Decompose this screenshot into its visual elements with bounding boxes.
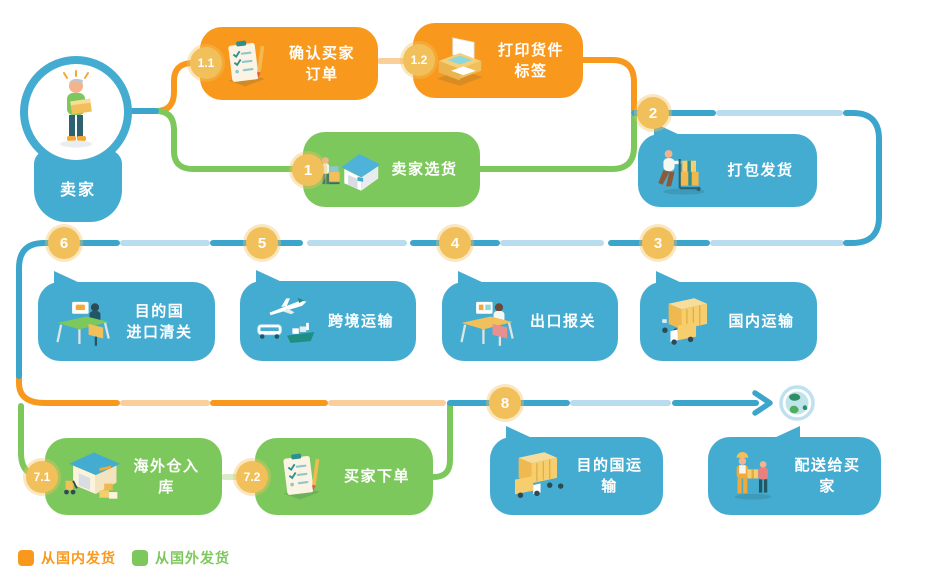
step-badge-7-2: 7.2 <box>236 461 268 493</box>
warehouse-icon <box>55 448 127 506</box>
step-badge-1-1: 1.1 <box>190 47 222 79</box>
node-print-label: 打印货件标签 <box>413 23 583 98</box>
desk-icon <box>452 293 524 351</box>
step-badge-7-1: 7.1 <box>26 461 58 493</box>
plane-ship-icon <box>250 292 322 350</box>
node-destination-transport: 目的国运输 <box>490 426 663 515</box>
bubble-tail <box>54 271 80 283</box>
legend-label: 从国内发货 <box>41 550 116 566</box>
step-badge-6: 6 <box>48 227 80 259</box>
node-overseas-warehouse: 海外仓入库 <box>45 438 222 515</box>
light-blue-segments <box>120 110 844 406</box>
node-domestic-transport: 国内运输 <box>640 271 817 361</box>
legend-swatch-green <box>132 550 148 566</box>
node-label: 买家下单 <box>343 468 410 485</box>
handoff-icon <box>718 447 790 505</box>
bubble-tail <box>774 426 800 438</box>
node-label: 目的国 进口清关 <box>126 302 193 341</box>
truck-icon <box>500 447 572 505</box>
seller-icon <box>60 70 92 148</box>
orange-route <box>16 57 637 406</box>
light-orange-segments <box>120 58 446 406</box>
node-label: 打印货件标签 <box>497 41 564 80</box>
legend-swatch-orange <box>18 550 34 566</box>
node-select-goods: 卖家选货 <box>303 132 480 207</box>
node-deliver-buyer: 配送给买家 <box>708 426 881 515</box>
bubble-tail <box>458 271 484 283</box>
globe-icon <box>779 385 815 421</box>
node-label: 确认买家订单 <box>288 44 355 83</box>
seller-avatar <box>20 56 132 168</box>
bubble-tail <box>656 271 682 283</box>
legend-item-domestic: 从国内发货 <box>18 548 116 568</box>
bubble-tail <box>506 426 532 438</box>
step-badge-2: 2 <box>637 97 669 129</box>
node-crossborder-transport: 跨境运输 <box>240 270 416 361</box>
bubble-tail <box>256 270 282 282</box>
step-badge-5: 5 <box>246 227 278 259</box>
arrowhead-icon <box>752 390 773 416</box>
node-label: 国内运输 <box>728 313 795 330</box>
node-label: 目的国运输 <box>576 457 643 495</box>
step-badge-4: 4 <box>439 227 471 259</box>
printer-icon <box>423 32 495 90</box>
checklist-icon <box>265 448 337 506</box>
node-export-customs: 出口报关 <box>442 271 618 361</box>
node-label: 打包发货 <box>727 162 794 179</box>
legend-label: 从国外发货 <box>155 550 230 566</box>
trolley-icon <box>648 142 720 200</box>
step-badge-8: 8 <box>489 387 521 419</box>
legend-item-overseas: 从国外发货 <box>132 548 230 568</box>
node-label: 海外仓入库 <box>133 457 200 496</box>
node-import-customs: 目的国 进口清关 <box>38 271 215 361</box>
desk-icon <box>48 293 120 351</box>
node-label: 配送给买家 <box>794 457 861 495</box>
node-pack-ship: 打包发货 <box>638 123 817 207</box>
node-buyer-order: 买家下单 <box>255 438 433 515</box>
node-label: 卖家选货 <box>391 161 458 178</box>
legend: 从国内发货 从国外发货 <box>18 548 230 568</box>
node-label: 跨境运输 <box>327 312 394 330</box>
house-icon <box>313 141 385 199</box>
truck-icon <box>650 293 722 351</box>
seller-start: 卖家 <box>20 56 136 226</box>
node-confirm-order: 确认买家订单 <box>200 27 378 100</box>
step-badge-1-2: 1.2 <box>403 44 435 76</box>
step-badge-3: 3 <box>642 227 674 259</box>
node-label: 出口报关 <box>529 313 596 330</box>
checklist-icon <box>210 35 282 93</box>
step-badge-1: 1 <box>292 154 324 186</box>
seller-label: 卖家 <box>59 182 96 199</box>
